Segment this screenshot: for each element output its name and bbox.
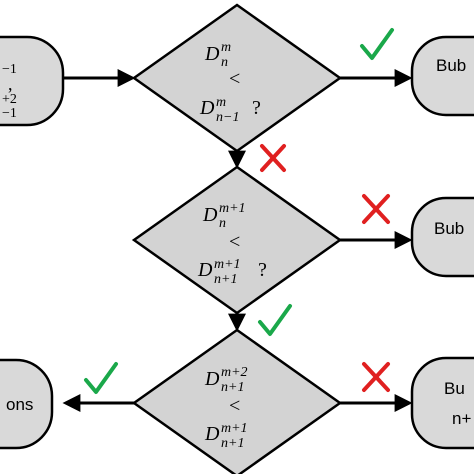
right-node-3-line1: Bu — [444, 379, 465, 398]
right-node-3 — [410, 356, 474, 450]
d3-l2-sub: n+1 — [221, 436, 244, 451]
d1-l2-base: D — [199, 97, 215, 119]
left-node-bottom-label: ons — [6, 395, 33, 414]
cross-icon-2 — [362, 194, 390, 224]
d3-l1-sup: m+2 — [221, 365, 248, 380]
d2-l2-sup: m+1 — [214, 257, 241, 272]
d2-l1-sub: n — [219, 216, 226, 231]
right-node-1-label: Bub — [436, 56, 466, 75]
d2-l1-base: D — [202, 204, 218, 226]
d3-l1-base: D — [204, 368, 220, 390]
d1-q: ? — [252, 97, 261, 119]
d1-l1-sub: n — [221, 55, 228, 70]
d3-op: < — [229, 395, 240, 417]
diamond-2-expression: D m+1 n < D m+1 n+1 ? — [197, 201, 267, 287]
check-icon-3 — [84, 362, 118, 394]
left-node-top-line4: −1 — [2, 106, 17, 121]
left-node-top-line3: +2 — [2, 92, 17, 107]
d2-l2-sub: n+1 — [214, 272, 237, 287]
d1-l1-base: D — [204, 43, 220, 65]
diamond-3-expression: D m+2 n+1 < D m+1 n+1 — [204, 365, 248, 451]
d2-l1-sup: m+1 — [219, 201, 246, 216]
left-node-top-line2: , — [8, 74, 13, 94]
check-icon-2 — [258, 304, 292, 336]
d1-l1-sup: m — [221, 40, 231, 55]
left-node-top — [0, 35, 65, 127]
right-node-1 — [410, 35, 474, 117]
d2-q: ? — [258, 259, 267, 281]
d3-l2-sup: m+1 — [221, 421, 248, 436]
d1-op: < — [229, 68, 240, 90]
d2-l2-base: D — [197, 259, 213, 281]
decision-diamond-3 — [131, 328, 343, 474]
right-node-3-line2: n+ — [452, 409, 471, 428]
right-node-2-label: Bub — [434, 219, 464, 238]
check-icon-1 — [360, 28, 394, 60]
d3-l2-base: D — [204, 423, 220, 445]
svg-text:D: D — [204, 43, 220, 65]
d3-l1-sub: n+1 — [221, 380, 244, 395]
cross-icon-1 — [260, 144, 286, 172]
left-node-top-line1: −1 — [2, 62, 17, 77]
d1-l2-sup: m — [216, 95, 226, 110]
diamond-1-expression: D m n < D m n−1 ? — [199, 40, 261, 125]
d1-l2-sub: n−1 — [216, 110, 239, 125]
d2-op: < — [229, 231, 240, 253]
left-node-bottom — [0, 358, 54, 450]
cross-icon-3 — [362, 362, 390, 392]
